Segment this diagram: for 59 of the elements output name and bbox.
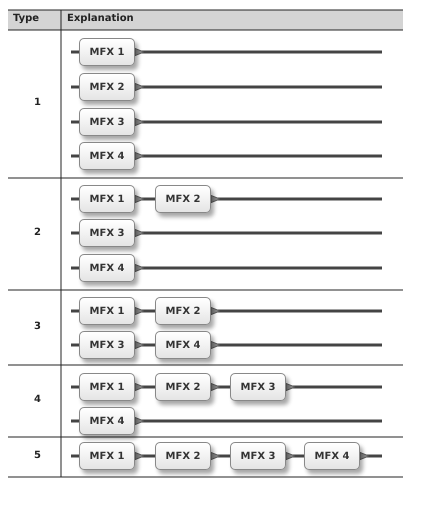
column-header: Type	[13, 13, 40, 24]
type-number: 3	[34, 321, 41, 332]
effect-block: MFX 2	[155, 297, 211, 325]
signal-line	[71, 454, 79, 458]
effect-block: MFX 4	[79, 142, 135, 170]
signal-line	[210, 452, 230, 460]
signal-line	[134, 264, 382, 272]
signal-line	[360, 452, 382, 460]
signal-line	[71, 198, 79, 200]
signal-line	[134, 340, 155, 350]
signal-line	[134, 82, 382, 92]
effect-block: MFX 4	[79, 407, 135, 435]
signal-line	[134, 152, 382, 160]
signal-line	[71, 310, 79, 312]
signal-line	[71, 344, 79, 346]
effect-block: MFX 1	[79, 38, 135, 66]
effect-block: MFX 2	[155, 373, 211, 401]
signal-line	[210, 306, 382, 316]
effect-block: MFX 2	[155, 185, 211, 213]
signal-line	[71, 386, 79, 388]
signal-line	[71, 232, 79, 234]
effect-block: MFX 4	[79, 254, 135, 282]
effect-block: MFX 3	[79, 331, 135, 359]
signal-line	[71, 50, 79, 54]
signal-line	[286, 382, 382, 392]
signal-line	[210, 340, 382, 350]
type-number: 4	[34, 394, 41, 405]
signal-line	[71, 154, 79, 158]
effect-block: MFX 3	[79, 219, 135, 247]
signal-line	[134, 48, 382, 56]
signal-line	[134, 416, 382, 426]
type-number: 5	[34, 450, 41, 461]
signal-line	[71, 86, 79, 88]
effect-block: MFX 1	[79, 373, 135, 401]
signal-line	[134, 382, 155, 392]
signal-line	[286, 452, 304, 460]
signal-line	[134, 194, 155, 204]
signal-line	[71, 266, 79, 270]
effect-block: MFX 3	[230, 373, 286, 401]
signal-line	[210, 382, 230, 392]
signal-line	[134, 306, 155, 316]
signal-line	[210, 194, 382, 204]
effect-block: MFX 1	[79, 442, 135, 470]
signal-line	[71, 420, 79, 422]
type-number: 1	[34, 97, 41, 108]
effect-block: MFX 4	[155, 331, 211, 359]
signal-line	[134, 228, 382, 238]
effect-block: MFX 4	[304, 442, 360, 470]
effect-block: MFX 2	[155, 442, 211, 470]
signal-line	[134, 118, 382, 126]
signal-line	[134, 452, 155, 460]
effect-block: MFX 1	[79, 297, 135, 325]
effect-block: MFX 3	[79, 108, 135, 136]
signal-line	[71, 120, 79, 124]
type-number: 2	[34, 227, 41, 238]
column-header: Explanation	[67, 13, 134, 24]
effect-block: MFX 1	[79, 185, 135, 213]
effect-block: MFX 3	[230, 442, 286, 470]
effect-block: MFX 2	[79, 73, 135, 101]
